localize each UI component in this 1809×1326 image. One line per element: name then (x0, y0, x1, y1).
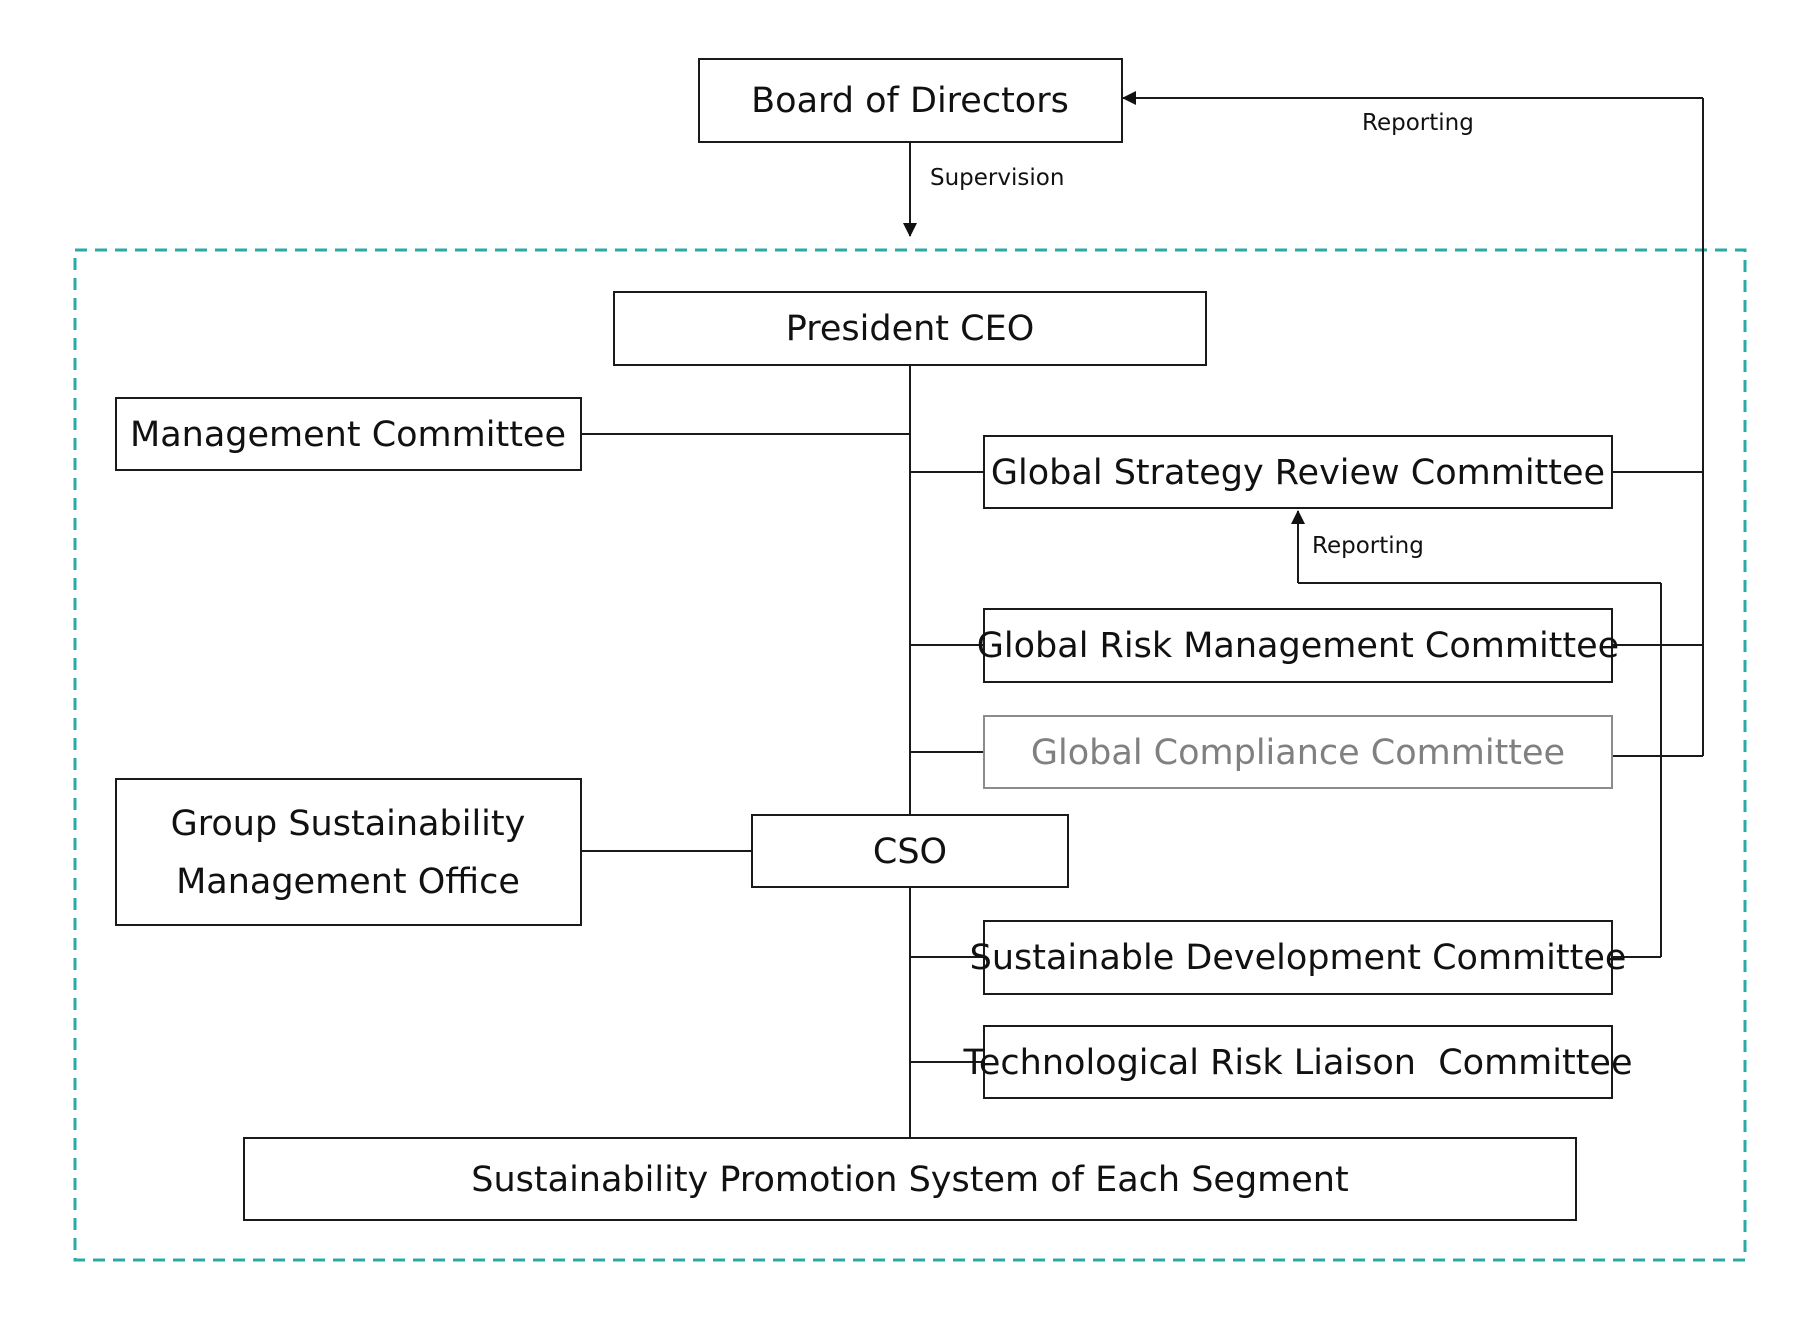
group-sustainability-management-office-line1: Group Sustainability (171, 804, 526, 844)
technological-risk-liaison-committee-box: Technological Risk Liaison Committee (962, 1025, 1633, 1099)
cso-box: CSO (751, 814, 1069, 888)
global-risk-management-committee-box: Global Risk Management Committee (977, 608, 1619, 683)
global-strategy-review-committee-label: Global Strategy Review Committee (991, 453, 1605, 493)
group-sustainability-management-office-box: Group Sustainability Management Office (115, 778, 582, 926)
technological-risk-liaison-committee-label: Technological Risk Liaison Committee (962, 1043, 1632, 1083)
cso-label: CSO (873, 832, 947, 872)
reporting-middle-label: Reporting (1312, 533, 1424, 559)
supervision-label: Supervision (930, 165, 1064, 191)
group-sustainability-management-office-line2: Management Office (176, 862, 520, 902)
management-committee-label: Management Committee (130, 415, 566, 455)
global-compliance-committee-box: Global Compliance Committee (983, 715, 1613, 789)
president-ceo-label: President CEO (786, 309, 1035, 349)
president-ceo-box: President CEO (613, 291, 1207, 366)
board-of-directors-box: Board of Directors (698, 58, 1123, 143)
board-of-directors-label: Board of Directors (751, 81, 1069, 121)
sustainable-development-committee-label: Sustainable Development Committee (970, 938, 1627, 978)
management-committee-box: Management Committee (115, 397, 582, 471)
sustainability-promotion-system-label: Sustainability Promotion System of Each … (471, 1160, 1348, 1200)
global-compliance-committee-label: Global Compliance Committee (1031, 733, 1565, 773)
global-strategy-review-committee-box: Global Strategy Review Committee (983, 435, 1613, 509)
reporting-top-label: Reporting (1362, 110, 1474, 136)
sustainable-development-committee-box: Sustainable Development Committee (970, 920, 1627, 995)
sustainability-promotion-system-box: Sustainability Promotion System of Each … (243, 1137, 1577, 1221)
global-risk-management-committee-label: Global Risk Management Committee (977, 626, 1619, 666)
